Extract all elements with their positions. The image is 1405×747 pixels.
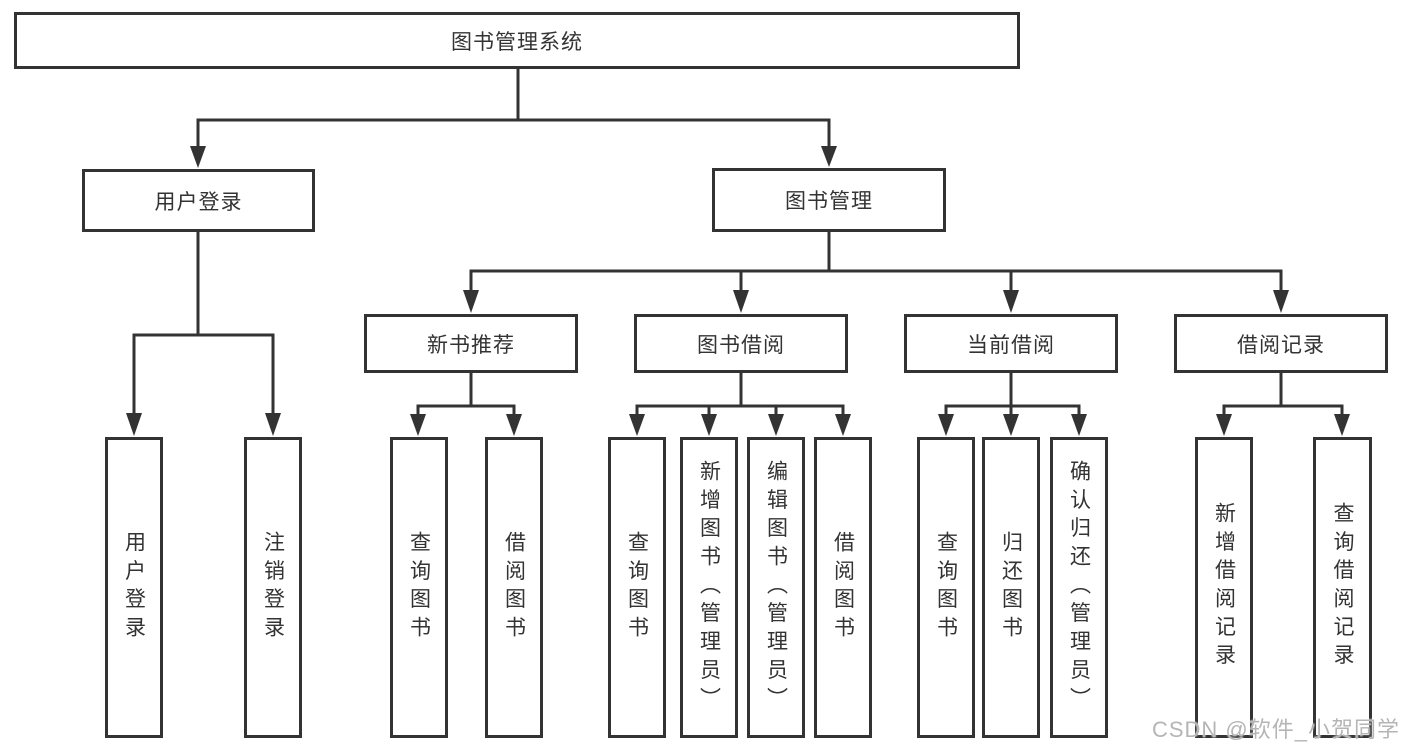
- leaf-borrow-query-books-label: 查询图书: [625, 530, 649, 645]
- leaf-current-return-books: 归还图书: [982, 437, 1040, 738]
- node-root-label: 图书管理系统: [451, 30, 583, 54]
- connector-userlogin-to-leaves: [126, 231, 281, 436]
- leaf-borrow-borrow-books-label: 借阅图书: [831, 530, 855, 645]
- connector-newbook-to-leaves: [410, 372, 522, 436]
- node-root: 图书管理系统: [14, 12, 1020, 69]
- leaf-user-login: 用户登录: [105, 437, 163, 738]
- node-new-book-recommend-label: 新书推荐: [427, 333, 515, 357]
- node-user-login-label: 用户登录: [154, 190, 243, 214]
- leaf-current-return-books-label: 归还图书: [999, 530, 1023, 645]
- leaf-newbook-borrow-books: 借阅图书: [485, 437, 543, 738]
- leaf-borrow-borrow-books: 借阅图书: [814, 437, 872, 738]
- node-new-book-recommend: 新书推荐: [364, 314, 578, 373]
- node-current-borrow: 当前借阅: [904, 314, 1118, 373]
- leaf-record-add-label: 新增借阅记录: [1212, 502, 1236, 673]
- node-user-login: 用户登录: [82, 169, 315, 232]
- leaf-record-query-label: 查询借阅记录: [1331, 502, 1354, 673]
- node-book-borrow-label: 图书借阅: [697, 333, 785, 357]
- leaf-newbook-query-books-label: 查询图书: [407, 530, 431, 645]
- leaf-borrow-query-books: 查询图书: [608, 437, 666, 738]
- leaf-current-query-books-label: 查询图书: [934, 530, 958, 645]
- leaf-borrow-edit-books-admin: 编辑图书（管理员）: [747, 437, 805, 738]
- leaf-current-confirm-return-admin-label: 确认归还（管理员）: [1067, 459, 1091, 716]
- connector-bookborrow-to-leaves: [629, 372, 851, 436]
- node-borrow-record: 借阅记录: [1174, 314, 1388, 373]
- connector-borrowrecord-to-leaves: [1216, 372, 1350, 436]
- node-borrow-record-label: 借阅记录: [1237, 333, 1325, 357]
- node-book-borrow: 图书借阅: [634, 314, 848, 373]
- leaf-newbook-query-books: 查询图书: [390, 437, 448, 738]
- leaf-current-query-books: 查询图书: [917, 437, 975, 738]
- connector-bookmgmt-to-level3: [463, 231, 1289, 313]
- leaf-user-login-label: 用户登录: [122, 530, 146, 645]
- leaf-record-add: 新增借阅记录: [1195, 437, 1253, 738]
- leaf-borrow-add-books-admin-label: 新增图书（管理员）: [697, 459, 721, 716]
- leaf-borrow-edit-books-admin-label: 编辑图书（管理员）: [764, 459, 788, 716]
- leaf-logout-label: 注销登录: [261, 530, 285, 645]
- node-book-management-label: 图书管理: [785, 190, 873, 213]
- leaf-newbook-borrow-books-label: 借阅图书: [502, 530, 526, 645]
- leaf-borrow-add-books-admin: 新增图书（管理员）: [680, 437, 738, 738]
- node-book-management: 图书管理: [712, 168, 946, 232]
- connector-currentborrow-to-leaves: [938, 372, 1087, 436]
- leaf-logout: 注销登录: [244, 437, 302, 738]
- connector-root-to-level2: [190, 68, 837, 168]
- node-current-borrow-label: 当前借阅: [967, 333, 1055, 357]
- leaf-current-confirm-return-admin: 确认归还（管理员）: [1050, 437, 1108, 738]
- watermark-text: CSDN @软件_小贺同学: [1151, 717, 1400, 742]
- leaf-record-query: 查询借阅记录: [1313, 437, 1372, 738]
